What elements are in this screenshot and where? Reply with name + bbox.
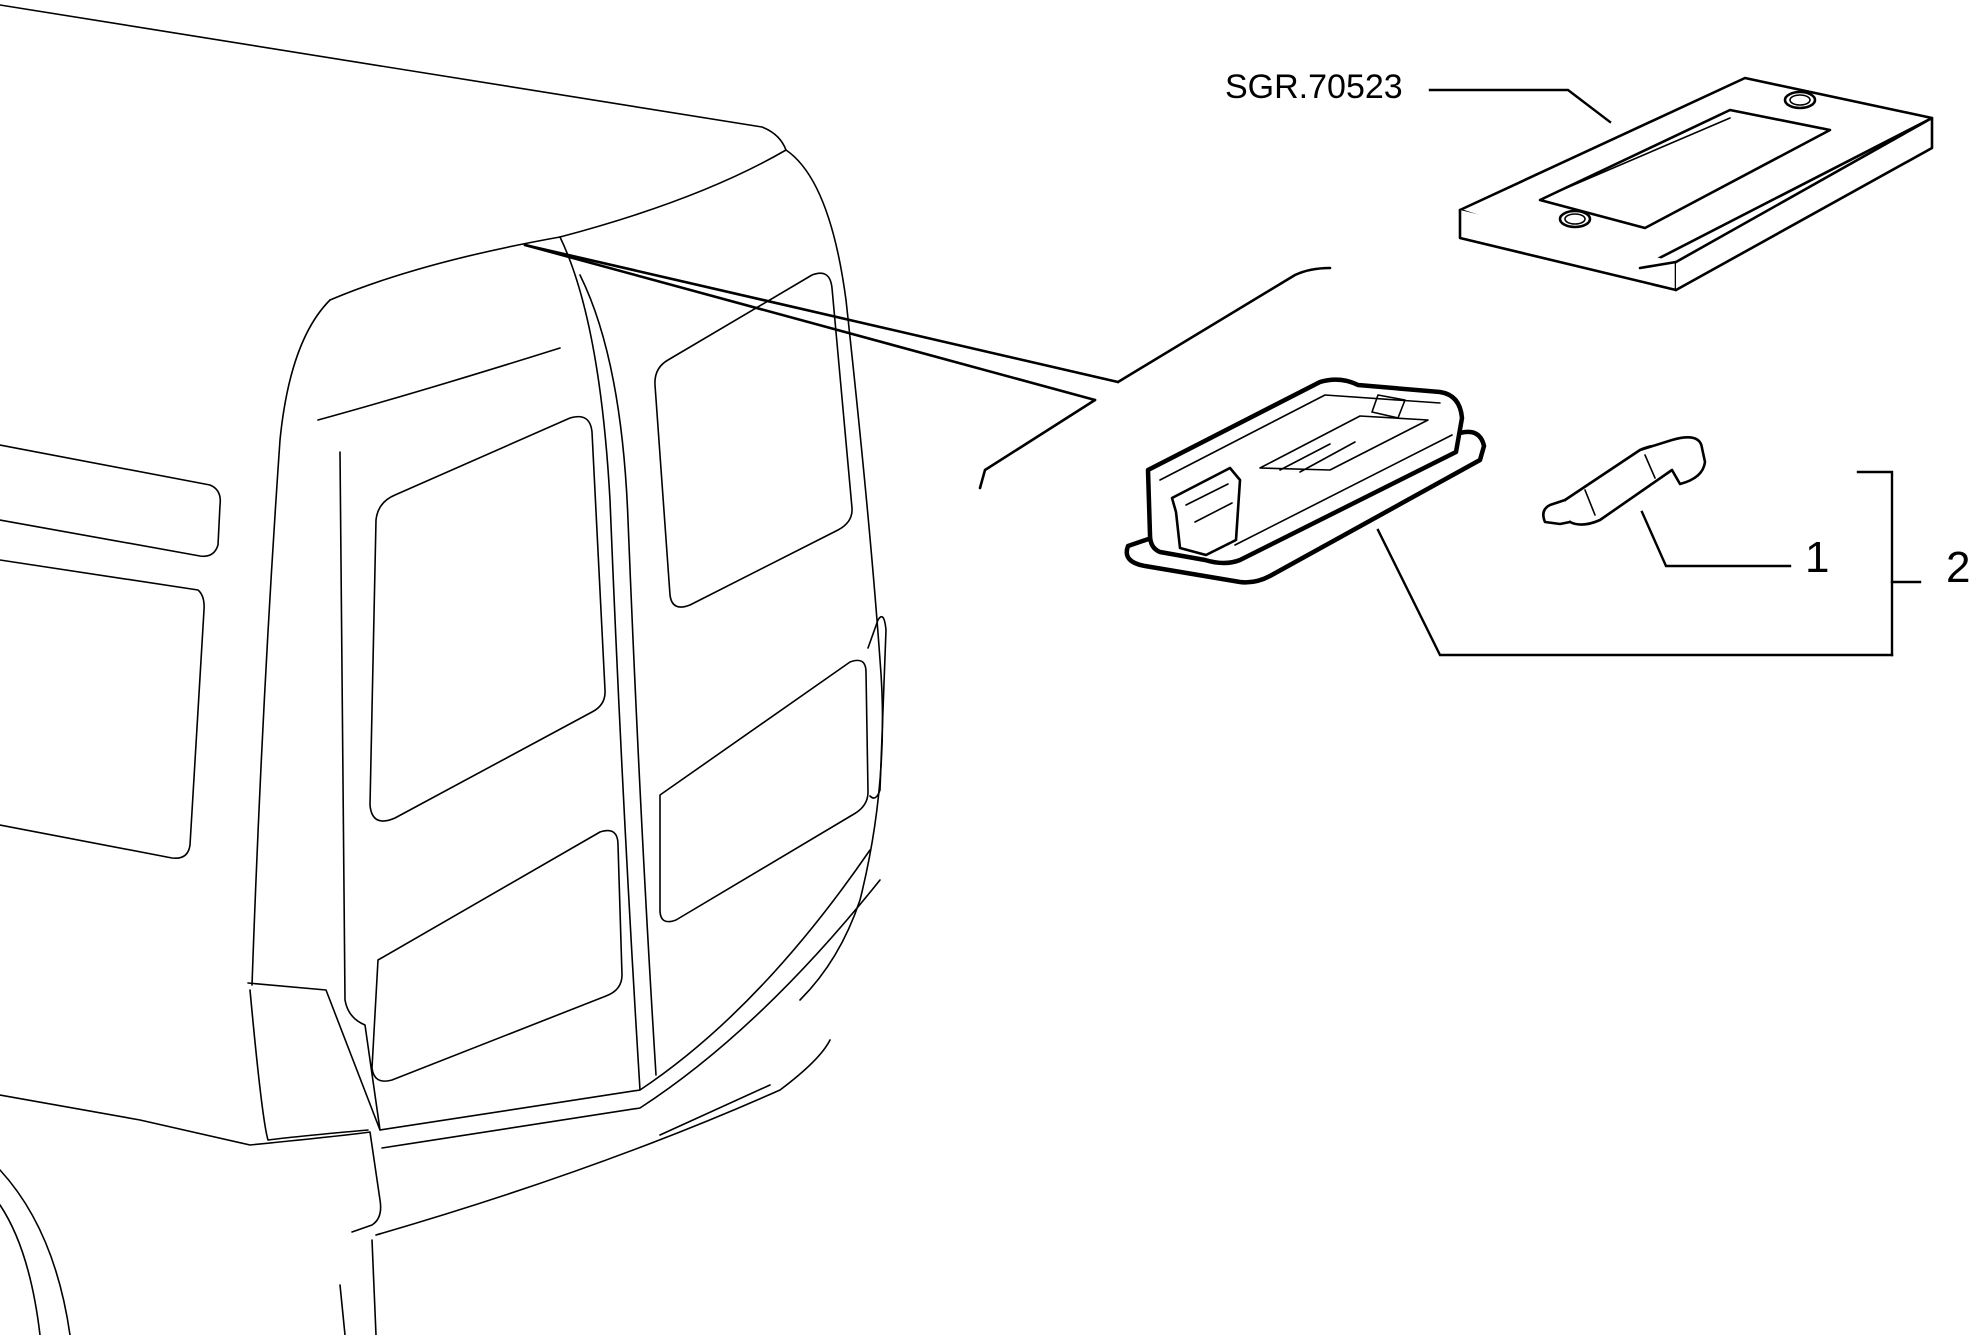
lamp-top-ridge <box>1159 394 1441 481</box>
lamp-lens-edge <box>1234 434 1453 546</box>
van-rear-lamp-recess <box>249 989 369 1141</box>
lamp-tab <box>1371 394 1406 419</box>
zoom-line-upper <box>523 243 1120 384</box>
gasket-hole-left <box>1558 209 1592 229</box>
gasket-hole-right <box>1783 90 1817 110</box>
label-item-1: 1 <box>1805 533 1829 582</box>
van-bumper-step <box>381 879 881 1149</box>
van-right-door-window <box>654 272 853 608</box>
leader-lines <box>1376 88 1922 657</box>
gasket-plate <box>1458 76 1934 292</box>
label-item-2: 2 <box>1946 543 1970 592</box>
van-rear-body <box>0 4 887 1335</box>
gasket-right-side <box>1674 116 1934 292</box>
van-tail-light <box>867 615 887 799</box>
van-left-pillar <box>251 299 331 986</box>
van-bumper-corner <box>371 1239 377 1335</box>
label-sgr-reference: SGR.70523 <box>1225 68 1403 106</box>
van-rear-header-line <box>317 347 561 421</box>
van-bumper-bottom <box>375 1039 831 1236</box>
bulb-cap-left <box>1542 498 1572 526</box>
zoom-line-lower <box>523 243 1097 402</box>
van-bumper-top <box>0 1094 382 1233</box>
van-left-door-edge <box>339 451 381 1131</box>
van-plate-recess-line <box>659 1084 771 1136</box>
gasket-window-edge <box>1549 117 1731 196</box>
van-wheel-arch <box>0 1169 71 1335</box>
lamp-lens-rib-2 <box>1299 441 1356 473</box>
zoom-bracket-bottom <box>978 398 1097 490</box>
bulb-cap-right <box>1638 436 1707 486</box>
leader-item-2-lamp <box>1376 528 1894 657</box>
van-right-door-panel <box>659 659 869 923</box>
bracket-item-2 <box>1856 470 1894 657</box>
lamp-retaining-clip <box>1170 466 1242 557</box>
bulb-band-left <box>1584 489 1596 516</box>
zoom-callout <box>523 243 1332 490</box>
van-door-split-right <box>579 274 657 1076</box>
lamp-lens-rib-1 <box>1279 443 1331 471</box>
van-roof-crown <box>559 149 787 238</box>
lamp-housing <box>1145 377 1465 566</box>
van-side-window-lower <box>0 559 205 860</box>
van-right-edge <box>785 149 884 1001</box>
van-left-door-window <box>369 415 606 822</box>
van-door-split-left <box>559 236 641 1091</box>
lamp-clip-line-1 <box>1185 483 1229 506</box>
van-upper-rear-edge <box>329 236 561 301</box>
gasket-hole-left-inner <box>1564 213 1586 225</box>
gasket-hole-right-inner <box>1789 94 1811 106</box>
bulb-band-right <box>1644 454 1656 479</box>
zoom-bracket-top <box>1116 266 1332 384</box>
lamp-clip-line-2 <box>1194 502 1233 523</box>
lamp-lens <box>1259 415 1429 471</box>
van-wheel-arch-inner <box>0 1204 41 1335</box>
gasket-corner <box>1638 260 1678 270</box>
leader-sgr <box>1428 88 1612 124</box>
van-lower-door-line <box>247 849 871 1131</box>
van-side-window-upper <box>0 444 222 558</box>
van-left-door-panel <box>371 829 623 1082</box>
van-roof-edge <box>0 4 787 151</box>
van-bumper-corner-inner <box>339 1284 346 1335</box>
leader-item-1 <box>1640 510 1792 568</box>
bulb <box>1542 436 1707 526</box>
gasket-window <box>1538 108 1832 230</box>
licence-plate-lamp <box>1124 377 1487 585</box>
